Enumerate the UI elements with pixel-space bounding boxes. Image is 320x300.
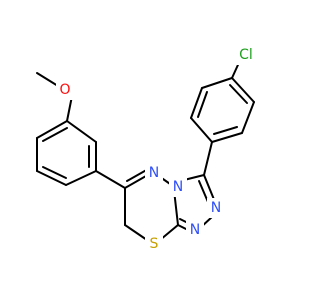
ring-nitrogen-label: N: [149, 165, 159, 181]
bond-ar2-inner-3: [213, 126, 238, 135]
bond-ar2-4: [231, 77, 255, 103]
chlorine-label: Cl: [239, 47, 253, 63]
bond-ar1-4: [36, 170, 67, 186]
triazole-nitrogen-label: N: [211, 200, 221, 216]
bond-c3-to-ar2: [203, 141, 213, 176]
atom-label-bg: [186, 220, 204, 240]
atom-label-bg: [207, 198, 225, 218]
bond-s-ch2: [124, 224, 148, 241]
bond-ar2-6: [211, 132, 243, 143]
bond-ar2-3: [201, 77, 233, 89]
bond-c3-n2-inner: [198, 180, 209, 203]
methoxy-oxygen-label: O: [59, 82, 70, 98]
bond-ar1-inner-3: [42, 127, 68, 142]
atom-label-bg: [56, 80, 74, 100]
bond-c3-n2-double: [203, 174, 216, 203]
bond-o-ring: [66, 95, 73, 122]
bond-n1-c8a-inner: [179, 218, 187, 223]
bond-n1-c8a-double: [177, 224, 187, 230]
bond-ar1-inner-2: [42, 166, 67, 179]
bond-ar2-inner-1: [197, 91, 208, 118]
atom-label-bg: [169, 177, 187, 197]
atom-label-bg: [145, 163, 163, 183]
bond-methyl-o: [36, 72, 59, 87]
triazole-nitrogen-label: N: [190, 222, 200, 238]
bond-ar2-1: [190, 117, 213, 143]
bond-ar1-6: [36, 120, 68, 139]
bond-ar1-to-c6: [95, 170, 126, 189]
bond-ar1-1: [66, 120, 97, 143]
molecule-structure-diagram: O Cl N N N N S: [36, 45, 260, 254]
bond-ar2-2: [190, 87, 203, 119]
sulfur-label: S: [150, 236, 159, 252]
bond-ar1-3: [65, 170, 97, 186]
bridgehead-nitrogen-label: N: [173, 179, 183, 195]
atom-label-bg: [145, 234, 163, 254]
bond-ar2-inner-2: [229, 84, 248, 104]
atom-label-bg: [232, 45, 260, 65]
atom-label-layer: O Cl N N N N S: [56, 45, 260, 254]
bond-ar2-5: [241, 101, 255, 134]
